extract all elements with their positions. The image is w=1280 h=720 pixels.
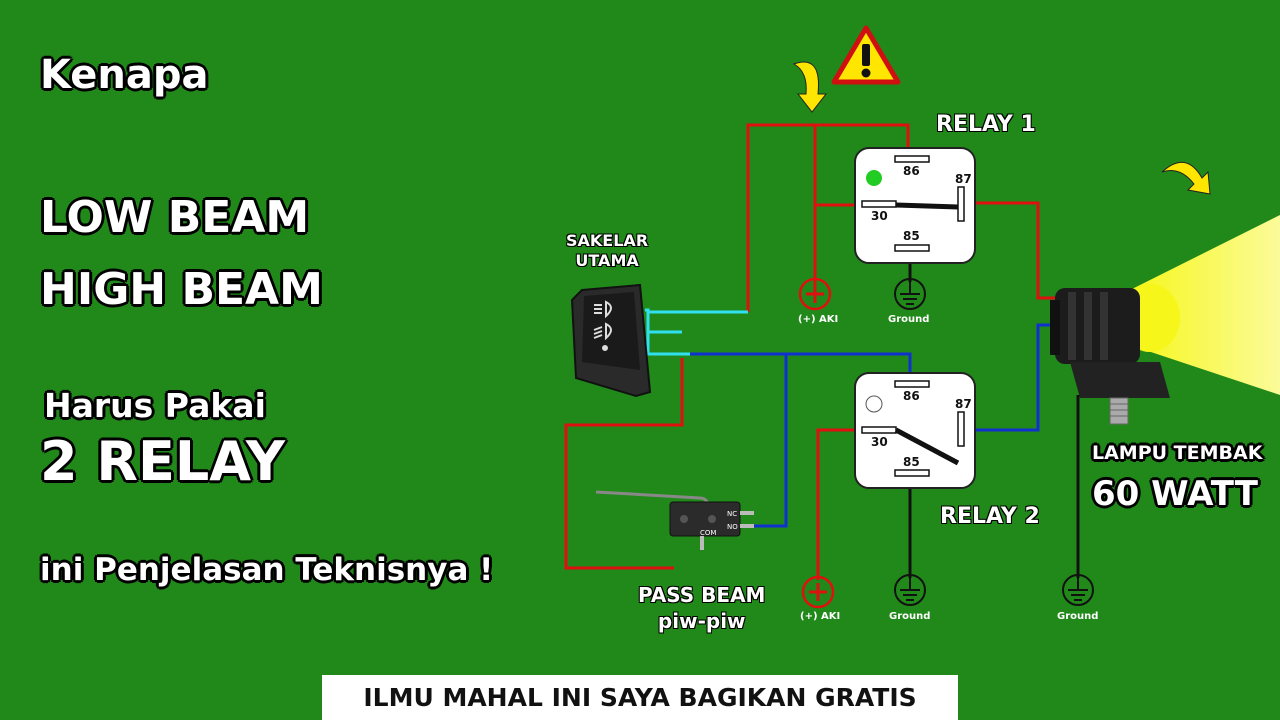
- relay-2: 86 87 30 85: [854, 372, 976, 489]
- banner-text: ILMU MAHAL INI SAYA BAGIKAN GRATIS: [363, 683, 917, 712]
- relay-2-pin-85: 85: [903, 455, 920, 469]
- spotlight-lamp: [1050, 288, 1170, 425]
- pass-beam-label: PASS BEAM piw-piw: [638, 582, 765, 634]
- ground-label-3: Ground: [1057, 611, 1098, 622]
- lamp-label-watt: 60 WATT: [1092, 474, 1258, 514]
- aki-label-1: (+) AKI: [798, 314, 838, 325]
- relay-2-pin-30: 30: [871, 435, 888, 449]
- relay-1-label: RELAY 1: [936, 112, 1036, 137]
- ground-icon: [1062, 574, 1094, 606]
- relay-2-pin-87: 87: [955, 397, 972, 411]
- switch-wires: [645, 308, 748, 356]
- headline-kenapa: Kenapa: [40, 52, 209, 98]
- warning-icon: [831, 25, 901, 85]
- relay-2-label: RELAY 2: [940, 504, 1040, 529]
- relay-1: 86 87 30 85: [854, 147, 976, 264]
- relay-1-pin-86: 86: [903, 164, 920, 178]
- ground-icon: [894, 278, 926, 310]
- micro-com-label: COM: [700, 529, 716, 537]
- headline-2-relay: 2 RELAY: [40, 430, 285, 493]
- switch-label-line1: SAKELAR: [566, 231, 649, 250]
- relay-1-indicator: [866, 170, 882, 186]
- arrow-icon: [792, 61, 828, 113]
- relay-1-pin-30: 30: [871, 209, 888, 223]
- battery-plus-icon: [801, 575, 835, 609]
- ground-label-2: Ground: [889, 611, 930, 622]
- ground-icon: [894, 574, 926, 606]
- micro-nc-label: NC: [727, 510, 737, 518]
- relay-2-indicator: [865, 395, 883, 413]
- pass-beam-label-line1: PASS BEAM: [638, 583, 766, 607]
- arrow-icon: [1161, 162, 1211, 195]
- lamp-label-name: LAMPU TEMBAK: [1092, 442, 1263, 464]
- switch-label-line2: UTAMA: [575, 251, 639, 270]
- pass-beam-label-line2: piw-piw: [657, 609, 746, 633]
- headline-high-beam: HIGH BEAM: [40, 264, 323, 315]
- micro-switch: NC NO COM: [595, 490, 754, 550]
- battery-plus-icon: [798, 277, 832, 311]
- micro-no-label: NO: [727, 523, 738, 531]
- headlight-switch: [570, 283, 652, 398]
- relay-1-pin-85: 85: [903, 229, 920, 243]
- relay-1-pin-87: 87: [955, 172, 972, 186]
- headline-harus-pakai: Harus Pakai: [44, 386, 266, 425]
- switch-label: SAKELAR UTAMA: [566, 231, 648, 271]
- relay-2-pin-86: 86: [903, 389, 920, 403]
- lamp-beam: [1130, 215, 1280, 395]
- bottom-banner: ILMU MAHAL INI SAYA BAGIKAN GRATIS: [322, 675, 958, 720]
- ground-label-1: Ground: [888, 314, 929, 325]
- headlight-icon: [593, 300, 612, 351]
- aki-label-2: (+) AKI: [800, 611, 840, 622]
- red-wires: [564, 123, 1056, 580]
- headline-penjelasan: ini Penjelasan Teknisnya !: [40, 552, 494, 588]
- headline-low-beam: LOW BEAM: [40, 192, 310, 243]
